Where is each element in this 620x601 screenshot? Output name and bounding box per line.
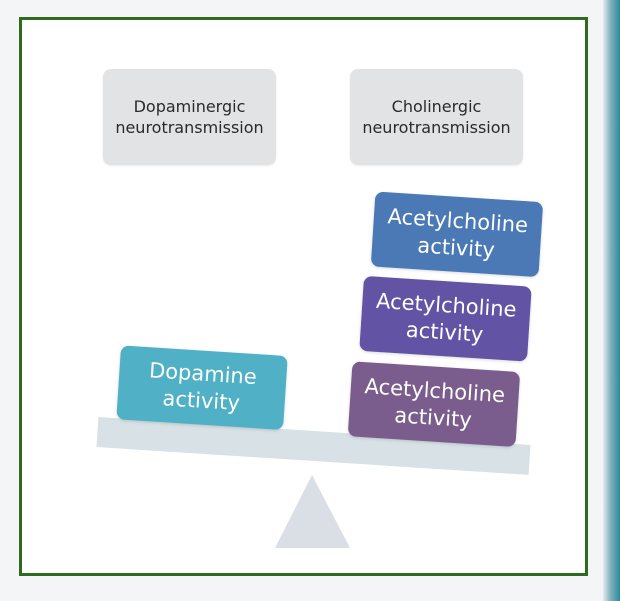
acetylcholine-activity-block-bottom: Acetylcholine activity xyxy=(347,361,521,447)
acetylcholine-activity-block-middle: Acetylcholine activity xyxy=(359,275,532,362)
dopaminergic-label: Dopaminergic neurotransmission xyxy=(103,69,276,165)
slide-edge-strip xyxy=(603,0,620,601)
cholinergic-label: Cholinergic neurotransmission xyxy=(350,69,523,165)
acetylcholine-activity-block-top: Acetylcholine activity xyxy=(370,191,544,278)
dopamine-activity-block: Dopamine activity xyxy=(116,345,288,430)
